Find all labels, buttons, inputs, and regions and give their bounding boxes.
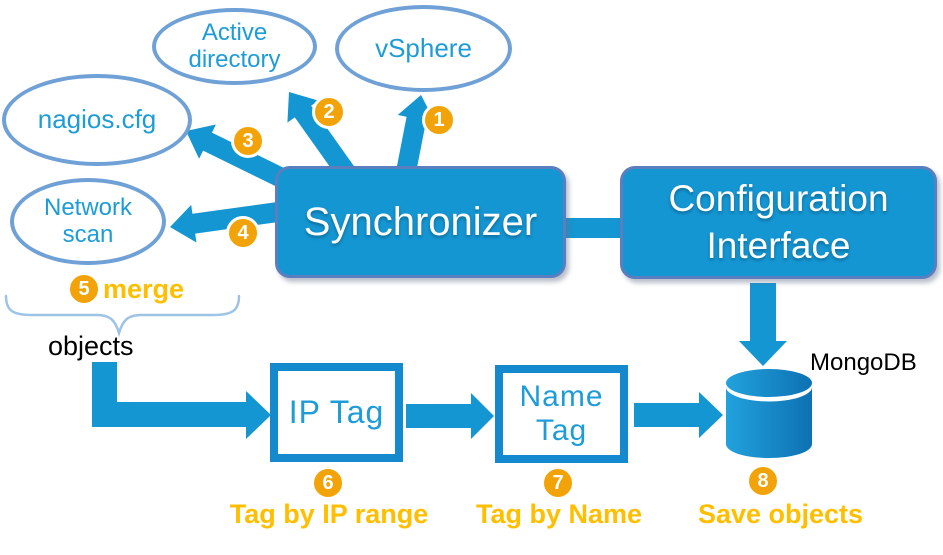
mongodb-cylinder-icon — [726, 369, 812, 458]
arrow-iptag-to-nametag — [406, 393, 494, 439]
node-ip-tag-label: IP Tag — [288, 394, 385, 431]
step-8-number: 8 — [757, 469, 769, 492]
step-badge-3: 3 — [231, 124, 265, 158]
step-badge-2: 2 — [312, 95, 346, 129]
arrow-objects-to-iptag — [92, 362, 271, 439]
arrow-to-active-directory — [287, 92, 357, 181]
step-badge-6: 6 — [311, 466, 345, 500]
node-synchronizer: Synchronizer — [275, 166, 566, 278]
node-synchronizer-label: Synchronizer — [303, 199, 538, 244]
node-nagios: nagios.cfg — [2, 74, 192, 166]
node-config-interface: Configuration Interface — [620, 166, 937, 279]
step-badge-8: 8 — [746, 464, 780, 498]
node-ip-tag: IP Tag — [270, 363, 403, 462]
step-5-number: 5 — [78, 277, 90, 300]
caption-tag-by-name: Tag by Name — [475, 499, 643, 529]
node-name-tag-label: Name Tag — [519, 379, 604, 448]
arrow-nametag-to-mongodb — [634, 392, 723, 438]
mongodb-label: MongoDB — [810, 349, 917, 376]
node-active-directory-label: Active directory — [188, 18, 281, 73]
arrow-config-to-mongodb — [739, 283, 787, 366]
synchronizer-config-connector — [562, 218, 622, 238]
node-network-scan-label: Network scan — [43, 193, 133, 248]
node-name-tag: Name Tag — [495, 365, 628, 463]
step-1-number: 1 — [433, 108, 445, 131]
node-nagios-label: nagios.cfg — [37, 104, 157, 135]
arrow-to-network-scan — [170, 202, 280, 243]
step-2-number: 2 — [323, 100, 335, 123]
step-badge-5: 5 — [67, 272, 101, 306]
step-4-number: 4 — [237, 221, 249, 244]
step-6-number: 6 — [322, 471, 334, 494]
node-active-directory: Active directory — [152, 8, 317, 85]
merge-label: merge — [103, 274, 185, 304]
step-7-number: 7 — [552, 471, 564, 494]
objects-label: objects — [48, 331, 134, 361]
arrow-to-nagios — [186, 124, 305, 196]
step-badge-4: 4 — [226, 216, 260, 250]
node-config-interface-label: Configuration Interface — [668, 178, 889, 266]
caption-tag-by-ip-range: Tag by IP range — [229, 499, 429, 529]
node-network-scan: Network scan — [10, 178, 166, 265]
caption-save-objects: Save objects — [697, 499, 864, 529]
step-3-number: 3 — [242, 129, 254, 152]
step-badge-1: 1 — [422, 103, 456, 137]
node-vsphere-label: vSphere — [375, 32, 472, 63]
merge-brace — [4, 294, 241, 338]
node-vsphere: vSphere — [335, 5, 512, 92]
step-badge-7: 7 — [541, 466, 575, 500]
